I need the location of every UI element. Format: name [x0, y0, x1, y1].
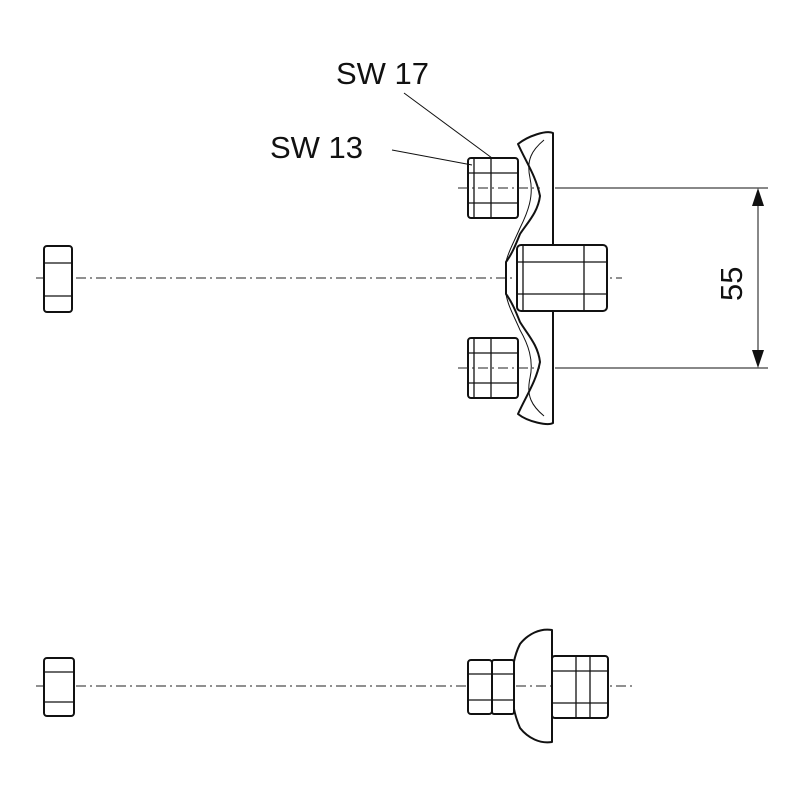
bracket-plate: [505, 131, 554, 425]
label-sw17: SW 17: [336, 56, 429, 91]
top-view: SW 17 SW 13 55: [36, 56, 768, 425]
loose-nut-left-side: [43, 657, 75, 717]
dimension-label: 55: [714, 267, 749, 301]
loose-nut-left: [43, 245, 73, 313]
side-view: [36, 628, 636, 744]
center-nut-sw17: [516, 244, 608, 312]
nut-sw13-side: [467, 659, 515, 715]
dimension-55: [555, 187, 768, 369]
label-sw13: SW 13: [270, 130, 363, 165]
nut-sw17-side: [551, 655, 609, 719]
leader-sw13: [391, 149, 473, 166]
leader-sw17: [403, 92, 493, 159]
